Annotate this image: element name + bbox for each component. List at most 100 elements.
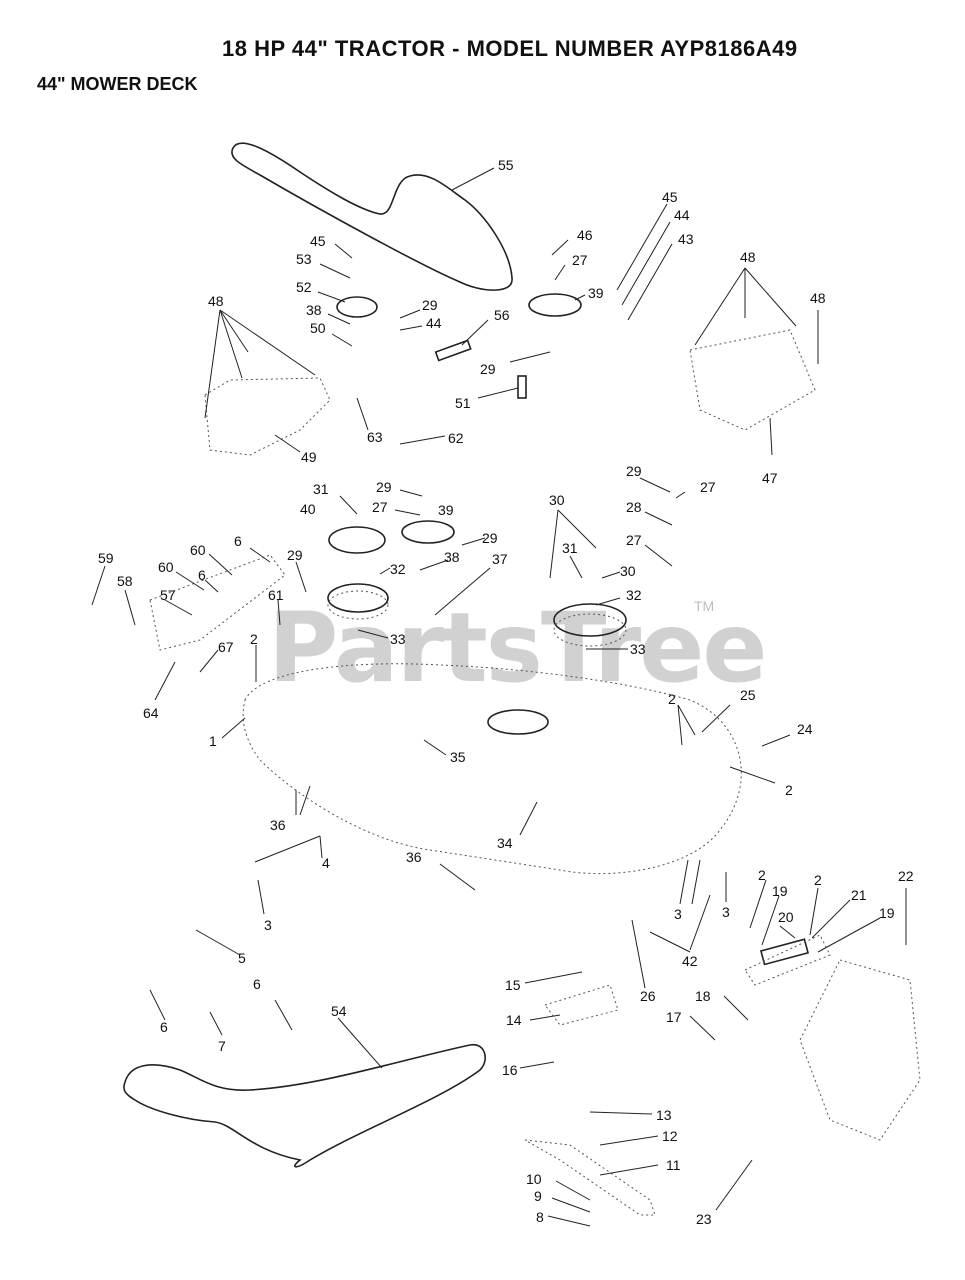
callout-32: 32 — [390, 561, 406, 577]
callout-19: 19 — [879, 905, 895, 921]
callout-34: 34 — [497, 835, 513, 851]
callout-27: 27 — [572, 252, 588, 268]
callout-29: 29 — [482, 530, 498, 546]
callout-2: 2 — [668, 691, 676, 707]
callout-2: 2 — [250, 631, 258, 647]
callout-24: 24 — [797, 721, 813, 737]
side-plate-drawing — [799, 959, 921, 1141]
callout-3: 3 — [674, 906, 682, 922]
callout-46: 46 — [577, 227, 593, 243]
callout-42: 42 — [682, 953, 698, 969]
bolt-56-drawing — [434, 339, 472, 362]
callout-36: 36 — [406, 849, 422, 865]
pulley-32-right-drawing — [553, 603, 627, 637]
callout-15: 15 — [505, 977, 521, 993]
callout-12: 12 — [662, 1128, 678, 1144]
callout-17: 17 — [666, 1009, 682, 1025]
callout-5: 5 — [238, 950, 246, 966]
callout-33: 33 — [630, 641, 646, 657]
callout-27: 27 — [626, 532, 642, 548]
callout-6: 6 — [198, 567, 206, 583]
callout-13: 13 — [656, 1107, 672, 1123]
callout-27: 27 — [700, 479, 716, 495]
pulley-32-left-rim — [327, 590, 389, 620]
mower-deck-housing-drawing — [242, 663, 742, 875]
callout-21: 21 — [851, 887, 867, 903]
callout-44: 44 — [426, 315, 442, 331]
callout-29: 29 — [626, 463, 642, 479]
callout-40: 40 — [300, 501, 316, 517]
callout-38: 38 — [444, 549, 460, 565]
pulley-32-left-drawing — [327, 583, 389, 613]
callout-23: 23 — [696, 1211, 712, 1227]
part-drawings — [123, 142, 921, 1216]
idler-arm-drawing — [149, 554, 286, 651]
callout-37: 37 — [492, 551, 508, 567]
callout-43: 43 — [678, 231, 694, 247]
callout-38: 38 — [306, 302, 322, 318]
bracket-49-drawing — [204, 377, 331, 456]
belt-54-drawing — [123, 1044, 486, 1168]
callout-29: 29 — [422, 297, 438, 313]
spindle-pulley-drawing — [487, 709, 549, 735]
callout-18: 18 — [695, 988, 711, 1004]
callout-47: 47 — [762, 470, 778, 486]
callout-11: 11 — [666, 1157, 681, 1173]
callout-53: 53 — [296, 251, 312, 267]
pulley-40-drawing — [328, 526, 386, 554]
callout-6: 6 — [234, 533, 242, 549]
callout-33: 33 — [390, 631, 406, 647]
callout-45: 45 — [662, 189, 678, 205]
trademark-mark: TM — [694, 598, 715, 614]
callout-49: 49 — [301, 449, 317, 465]
callout-55: 55 — [498, 157, 514, 173]
callout-48: 48 — [810, 290, 826, 306]
callout-6: 6 — [160, 1019, 168, 1035]
callout-45: 45 — [310, 233, 326, 249]
callout-30: 30 — [549, 492, 565, 508]
callout-28: 28 — [626, 499, 642, 515]
belt-55-drawing — [231, 142, 513, 291]
callout-20: 20 — [778, 909, 794, 925]
callout-35: 35 — [450, 749, 466, 765]
callout-36: 36 — [270, 817, 286, 833]
callout-54: 54 — [331, 1003, 347, 1019]
callout-29: 29 — [287, 547, 303, 563]
pulley-32-right-rim — [553, 613, 627, 647]
callout-2: 2 — [814, 872, 822, 888]
leader-lines — [91, 167, 907, 1227]
page-title: 18 HP 44" TRACTOR - MODEL NUMBER AYP8186… — [222, 36, 798, 61]
callout-22: 22 — [898, 868, 914, 884]
lower-arm-23-drawing — [524, 1139, 656, 1216]
callout-labels: 55 45 44 43 46 27 39 45 53 52 38 50 29 4… — [98, 157, 914, 1227]
callout-1: 1 — [209, 733, 217, 749]
callout-58: 58 — [117, 573, 133, 589]
callout-50: 50 — [310, 320, 326, 336]
callout-60: 60 — [190, 542, 206, 558]
callout-29: 29 — [480, 361, 496, 377]
front-bracket-drawing — [689, 329, 816, 431]
pulley-39-top-drawing — [528, 293, 582, 317]
callout-4: 4 — [322, 855, 330, 871]
callout-2: 2 — [785, 782, 793, 798]
section-subtitle: 44" MOWER DECK — [37, 74, 198, 94]
callout-19: 19 — [772, 883, 788, 899]
callout-3: 3 — [264, 917, 272, 933]
arm-14-drawing — [544, 984, 619, 1026]
callout-7: 7 — [218, 1038, 226, 1054]
callout-14: 14 — [506, 1012, 522, 1028]
callout-56: 56 — [494, 307, 510, 323]
callout-10: 10 — [526, 1171, 542, 1187]
callout-64: 64 — [143, 705, 159, 721]
callout-48: 48 — [208, 293, 224, 309]
callout-39: 39 — [438, 502, 454, 518]
callout-8: 8 — [536, 1209, 544, 1225]
callout-52: 52 — [296, 279, 312, 295]
callout-30: 30 — [620, 563, 636, 579]
callout-25: 25 — [740, 687, 756, 703]
callout-67: 67 — [218, 639, 234, 655]
pulley-39-mid-drawing — [401, 520, 455, 544]
callout-9: 9 — [534, 1188, 542, 1204]
callout-26: 26 — [640, 988, 656, 1004]
callout-57: 57 — [160, 587, 176, 603]
